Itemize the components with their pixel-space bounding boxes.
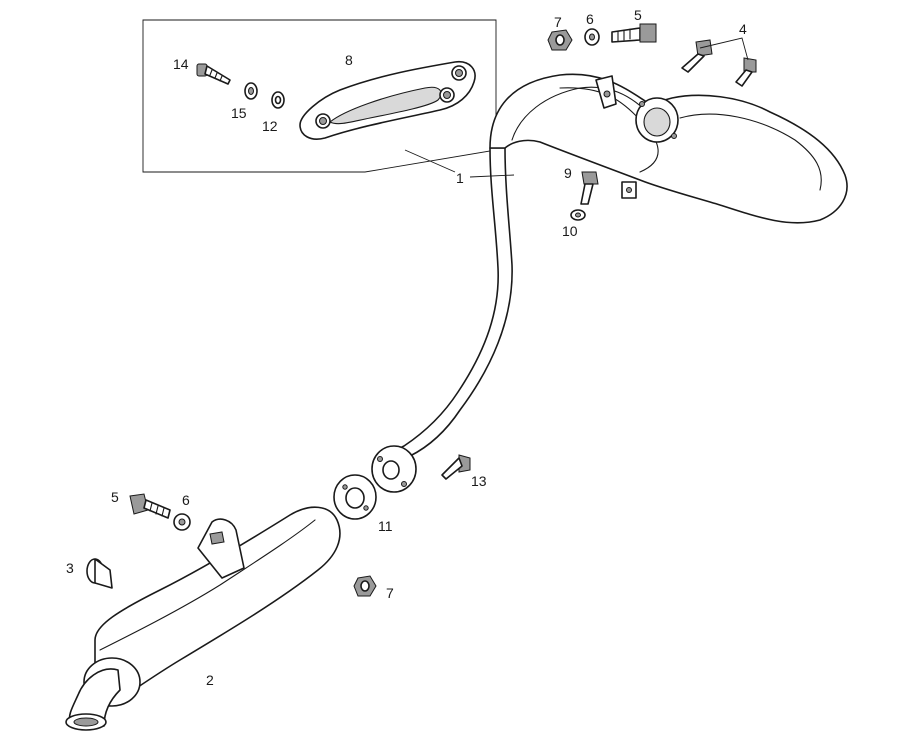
callout-4: 4 [739, 21, 747, 37]
callout-6-bottom: 6 [182, 492, 190, 508]
bolt-part [735, 57, 757, 87]
callout-7-top: 7 [554, 14, 562, 30]
callout-3: 3 [66, 560, 74, 576]
callout-6-top: 6 [586, 11, 594, 27]
bolt-part [129, 493, 171, 519]
heat-shield-part [299, 60, 476, 140]
leader-line [469, 174, 515, 178]
bolt-part [611, 23, 657, 43]
exhaust-header-pipe-part [371, 73, 848, 493]
bolt-part [681, 39, 713, 73]
screw-part [196, 63, 231, 85]
callout-5-bottom: 5 [111, 489, 119, 505]
callout-2: 2 [206, 672, 214, 688]
callout-13: 13 [471, 473, 487, 489]
gasket-part [333, 474, 377, 520]
callout-15: 15 [231, 105, 247, 121]
leader-line [404, 149, 456, 173]
callout-11: 11 [378, 518, 393, 534]
muffler-part [65, 506, 341, 731]
callout-12: 12 [262, 118, 278, 134]
bolt-part [441, 454, 471, 480]
callout-8: 8 [345, 52, 353, 68]
callout-1: 1 [456, 170, 464, 186]
cap-part [86, 558, 113, 589]
nut-part [547, 29, 573, 51]
nut-part [353, 575, 377, 597]
callout-10: 10 [562, 223, 578, 239]
callout-7-bottom: 7 [386, 585, 394, 601]
callout-14: 14 [173, 56, 189, 72]
callout-5-top: 5 [634, 7, 642, 23]
bolt-part [570, 171, 599, 221]
callout-9: 9 [564, 165, 572, 181]
